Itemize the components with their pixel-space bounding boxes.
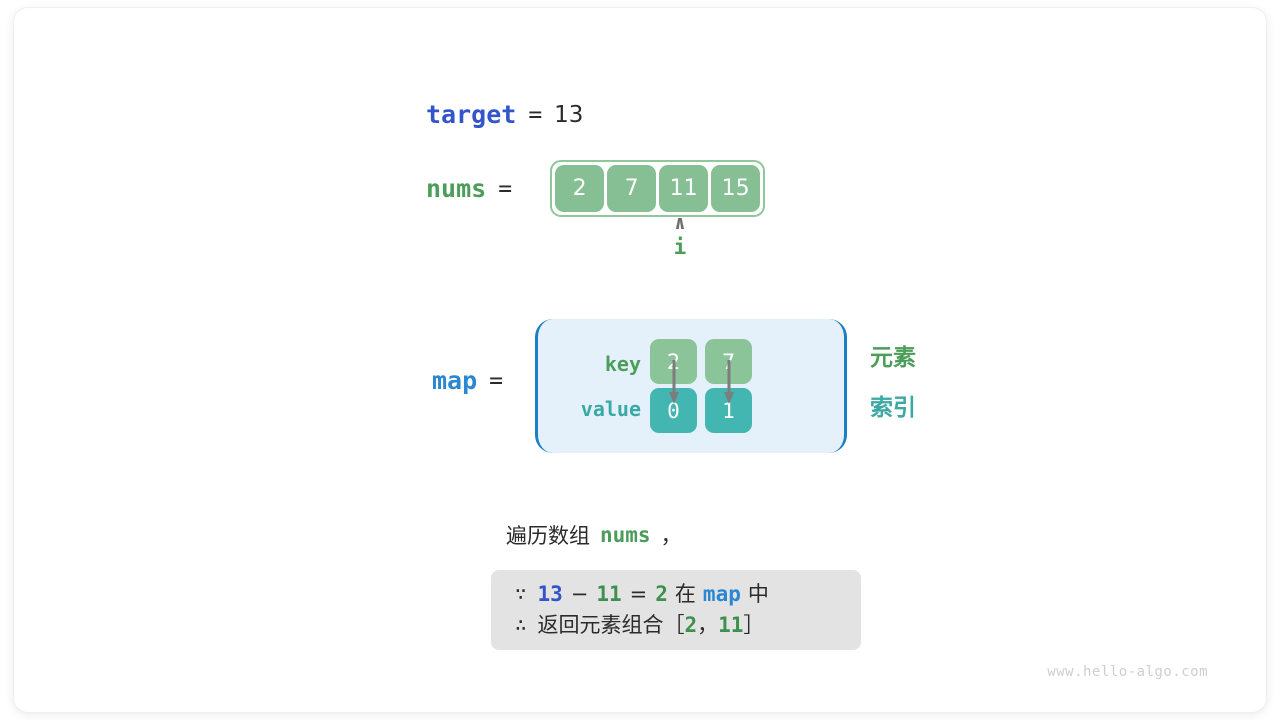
because-symbol: ∵ <box>515 583 527 605</box>
map-key-cell: 7 <box>705 339 752 384</box>
target-variable-label: target <box>426 100 517 129</box>
index-pointer: ∧ i <box>666 214 694 261</box>
caption-keyword-nums: nums <box>600 523 651 547</box>
map-entry: 2 0 <box>650 339 697 433</box>
map-value-cell: 0 <box>650 388 697 433</box>
watermark: www.hello-algo.com <box>1047 664 1208 680</box>
legend-index-label: 索引 <box>870 395 916 421</box>
conclusion-box: ∵ 13 − 11 = 2 在 map 中 ∴ 返回元素组合 ［ 2 ， 11 … <box>491 570 861 650</box>
bracket-open: ［ <box>663 613 685 637</box>
conclusion-target-value: 13 <box>537 582 563 606</box>
result-value-2: 11 <box>718 613 744 637</box>
nums-array-frame: 2 7 11 15 <box>550 160 766 217</box>
bracket-close: ］ <box>743 613 765 637</box>
array-cell: 7 <box>607 165 657 212</box>
minus-sign: − <box>570 582 589 606</box>
map-container: key value 2 0 7 1 <box>535 319 847 453</box>
caption-suffix: ， <box>660 524 682 548</box>
conclusion-line-1: ∵ 13 − 11 = 2 在 map 中 <box>491 579 861 610</box>
conclusion-complement-value: 2 <box>655 582 668 606</box>
conclusion-in-word: 在 <box>674 582 696 606</box>
map-row-labels: key value <box>538 351 650 422</box>
conclusion-within-word: 中 <box>747 582 769 606</box>
map-row: map = <box>432 366 515 395</box>
pointer-label: i <box>673 235 687 259</box>
target-value: 13 <box>554 101 584 128</box>
equals-sign: = <box>629 582 648 606</box>
caption-prefix: 遍历数组 <box>506 524 590 548</box>
map-legend: 元素 索引 <box>870 344 916 422</box>
map-equals-sign: = <box>489 367 504 394</box>
therefore-symbol: ∴ <box>515 614 527 636</box>
map-value-cell: 1 <box>705 388 752 433</box>
array-cell: 15 <box>711 165 761 212</box>
array-cell: 2 <box>555 165 605 212</box>
caption-text: 遍历数组 nums ， <box>506 520 682 550</box>
result-comma: ， <box>697 613 719 637</box>
nums-variable-label: nums <box>426 174 487 203</box>
map-entry-columns: 2 0 7 1 <box>650 339 752 433</box>
conclusion-map-keyword: map <box>702 582 741 606</box>
key-row-label: key <box>604 351 641 376</box>
target-equals-sign: = <box>528 101 543 128</box>
map-entry: 7 1 <box>705 339 752 433</box>
caret-up-icon: ∧ <box>674 212 686 234</box>
value-row-label: value <box>580 396 641 421</box>
diagram-card: target = 13 nums = 2 7 11 15 ∧ i map = k… <box>14 8 1266 712</box>
conclusion-return-text: 返回元素组合 <box>537 613 664 637</box>
conclusion-current-value: 11 <box>596 582 622 606</box>
nums-equals-sign: = <box>498 175 513 202</box>
legend-element-label: 元素 <box>870 345 916 371</box>
array-cell: 11 <box>659 165 709 212</box>
result-value-1: 2 <box>684 613 698 637</box>
nums-row: nums = 2 7 11 15 <box>426 160 766 217</box>
target-row: target = 13 <box>426 100 583 129</box>
map-variable-label: map <box>432 366 478 395</box>
map-key-cell: 2 <box>650 339 697 384</box>
conclusion-line-2: ∴ 返回元素组合 ［ 2 ， 11 ］ <box>491 610 861 641</box>
